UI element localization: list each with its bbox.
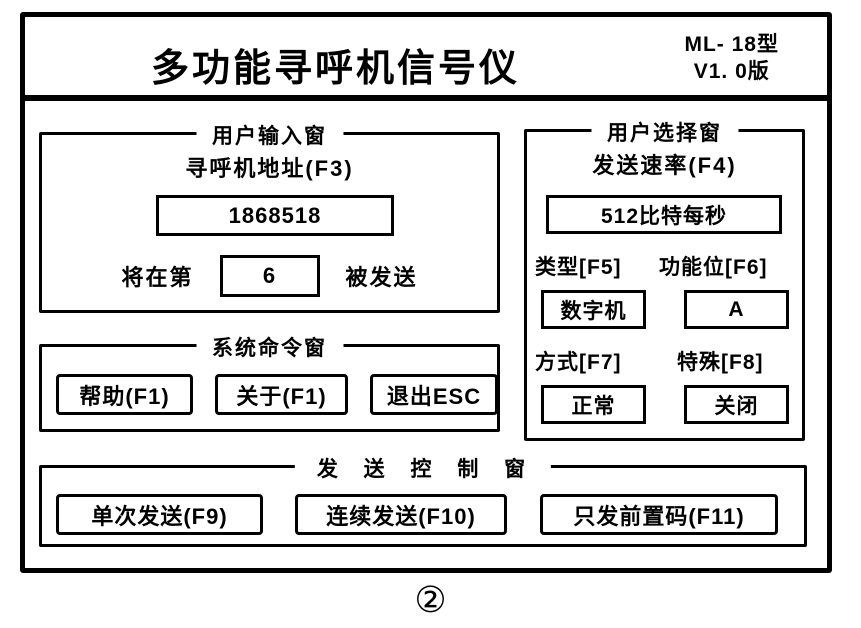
send-rate-label: 发送速率(F4)	[592, 153, 737, 178]
mode-label: 方式[F7]	[535, 351, 622, 374]
system-command-panel-legend: 系统命令窗	[196, 332, 343, 362]
version-label: V1. 0版	[693, 60, 770, 83]
special-label: 特殊[F8]	[677, 351, 764, 374]
figure-caption: ②	[414, 580, 447, 621]
user-input-panel-legend: 用户输入窗	[196, 120, 343, 150]
preamble-only-button[interactable]: 只发前置码(F11)	[540, 494, 778, 535]
user-select-panel: 用户选择窗 发送速率(F4) 512比特每秒 类型[F5] 功能位[F6] 数字…	[524, 117, 805, 441]
about-button[interactable]: 关于(F1)	[215, 374, 348, 415]
function-bit-selector[interactable]: A	[684, 290, 789, 329]
help-button[interactable]: 帮助(F1)	[56, 374, 193, 415]
send-slot-prefix-label: 将在第	[121, 265, 194, 290]
model-version-block: ML- 18型 V1. 0版	[684, 31, 779, 85]
pager-address-label: 寻呼机地址(F3)	[185, 156, 354, 181]
app-window: 多功能寻呼机信号仪 ML- 18型 V1. 0版 用户输入窗 寻呼机地址(F3)…	[20, 12, 832, 573]
exit-button[interactable]: 退出ESC	[370, 374, 498, 415]
mode-selector[interactable]: 正常	[541, 385, 646, 424]
send-rate-selector[interactable]: 512比特每秒	[546, 195, 782, 234]
send-slot-input[interactable]: 6	[219, 255, 320, 297]
model-label: ML- 18型	[684, 33, 779, 56]
title-bar: 多功能寻呼机信号仪 ML- 18型 V1. 0版	[25, 17, 827, 101]
system-command-panel: 系统命令窗 帮助(F1) 关于(F1) 退出ESC	[39, 332, 500, 432]
pager-address-input[interactable]: 1868518	[156, 195, 394, 236]
function-bit-label: 功能位[F6]	[659, 256, 768, 279]
single-send-button[interactable]: 单次发送(F9)	[56, 494, 263, 535]
send-control-panel: 发 送 控 制 窗 单次发送(F9) 连续发送(F10) 只发前置码(F11)	[39, 453, 807, 547]
send-slot-row: 将在第 6 被发送	[42, 255, 497, 297]
user-input-panel: 用户输入窗 寻呼机地址(F3) 1868518 将在第 6 被发送	[39, 120, 500, 313]
send-slot-suffix-label: 被发送	[345, 265, 418, 290]
type-label: 类型[F5]	[535, 256, 622, 279]
continuous-send-button[interactable]: 连续发送(F10)	[295, 494, 507, 535]
app-title: 多功能寻呼机信号仪	[151, 48, 521, 90]
type-selector[interactable]: 数字机	[541, 290, 646, 329]
user-select-panel-legend: 用户选择窗	[591, 117, 738, 147]
special-selector[interactable]: 关闭	[684, 385, 789, 424]
send-control-panel-legend: 发 送 控 制 窗	[294, 453, 552, 483]
